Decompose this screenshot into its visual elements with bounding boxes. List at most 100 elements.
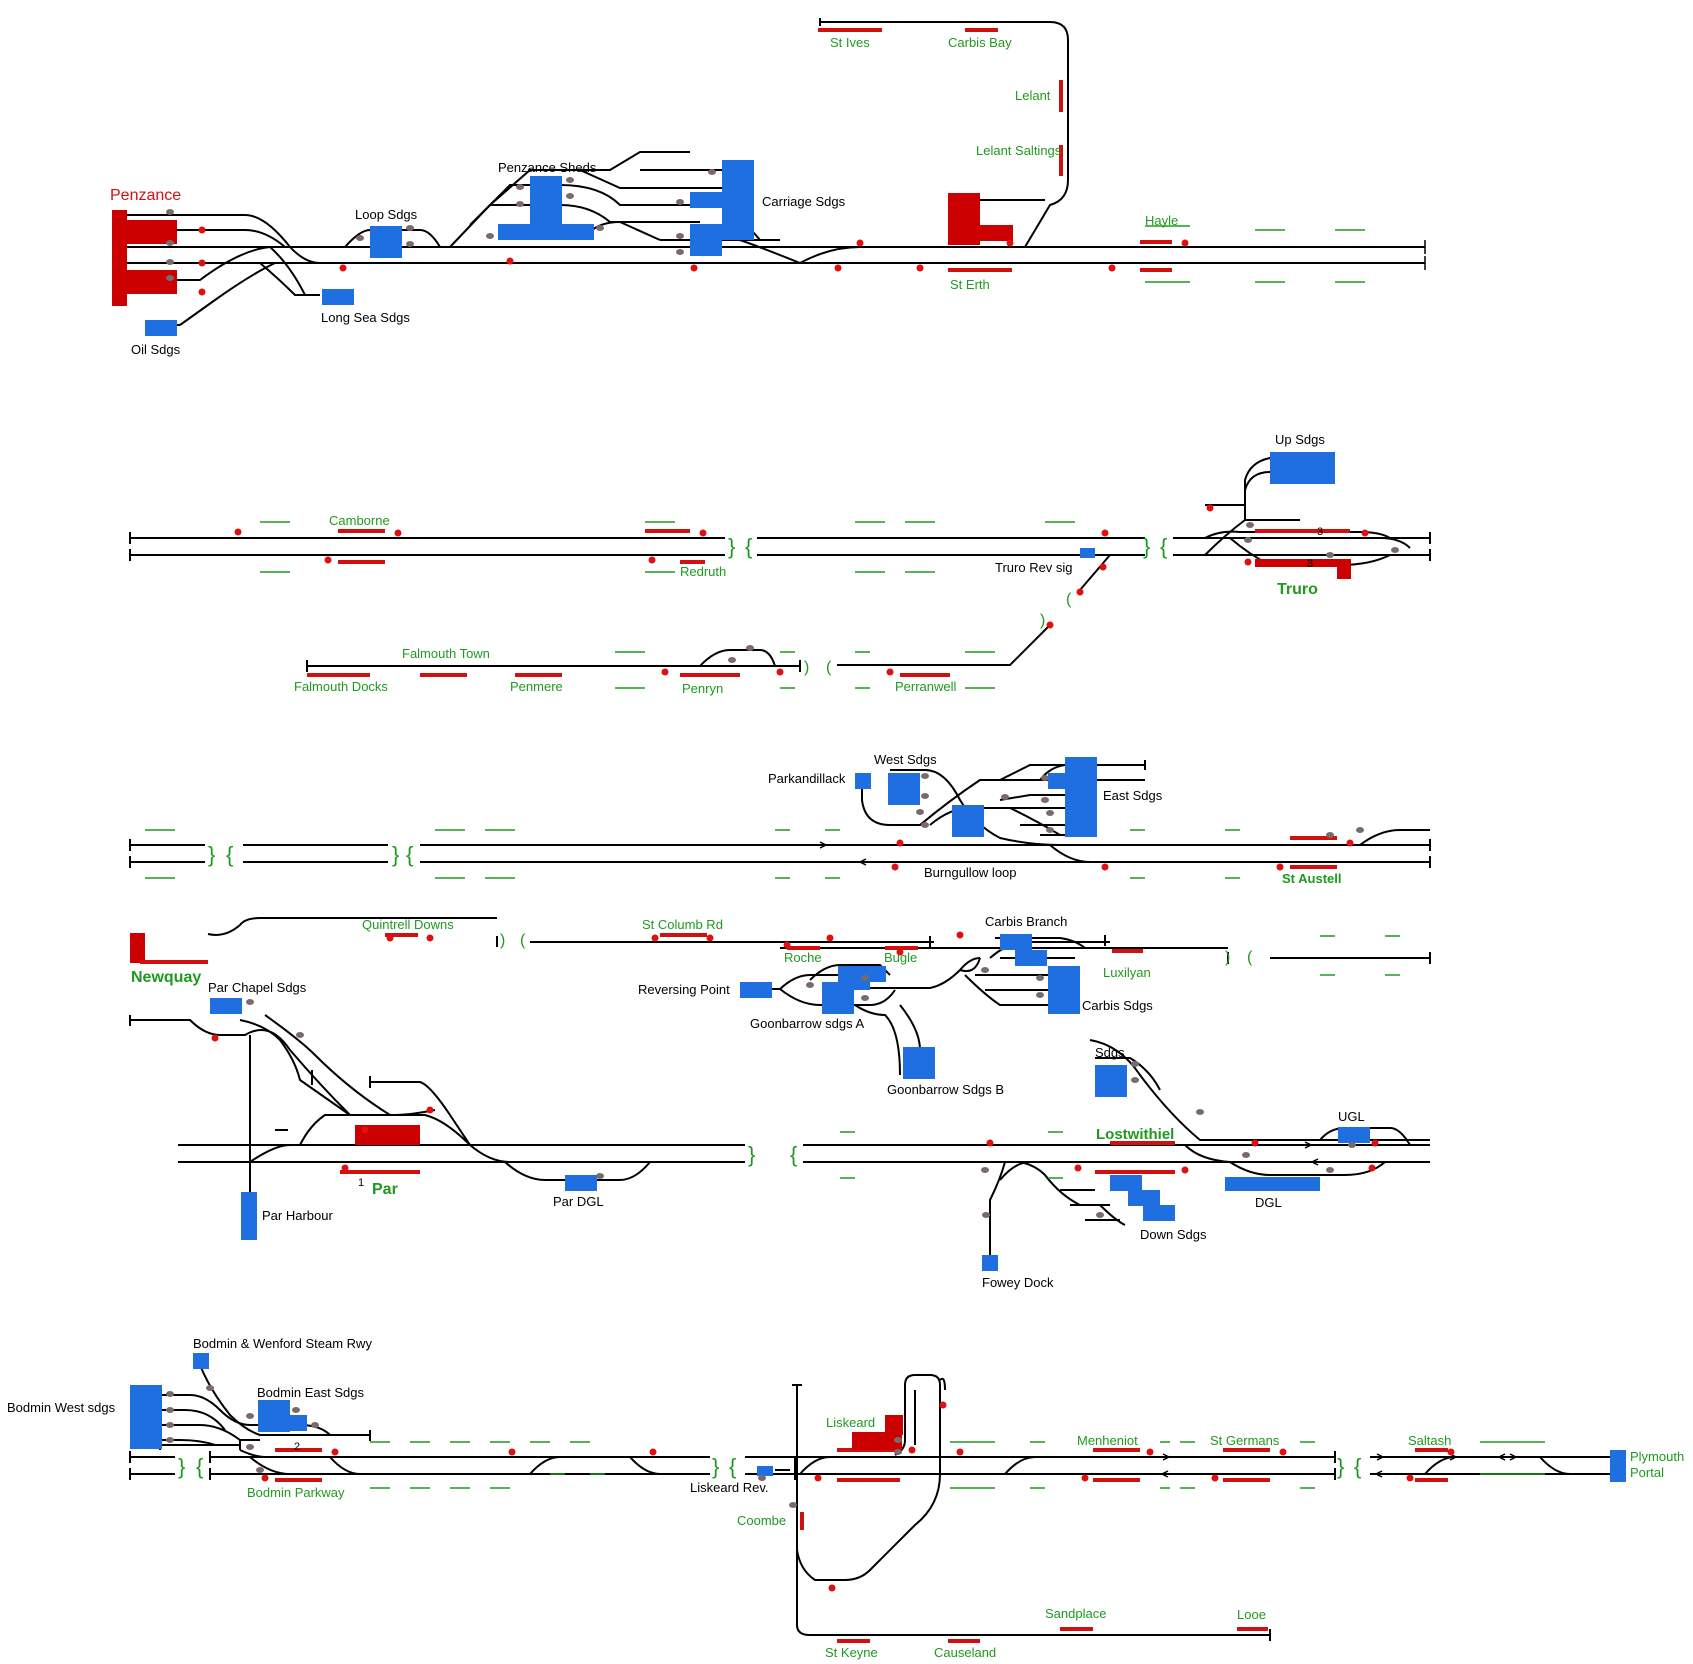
num-3a-label: 3 xyxy=(1317,526,1323,538)
loop-sdgs-block xyxy=(370,226,402,258)
svg-text:}: } xyxy=(178,1454,185,1479)
liskeard-station-block xyxy=(852,1432,902,1450)
falmouth-town-label: Falmouth Town xyxy=(402,646,490,661)
svg-text:}: } xyxy=(392,842,399,867)
goonbarrow-b-label: Goonbarrow Sdgs B xyxy=(887,1082,1004,1097)
long-sea-sdgs-block xyxy=(322,289,354,305)
svg-text:(: ( xyxy=(1066,591,1072,608)
carriage-sdgs-label: Carriage Sdgs xyxy=(762,194,846,209)
truro-rev-sig-label: Truro Rev sig xyxy=(995,560,1073,575)
penzance-label: Penzance xyxy=(110,187,181,204)
svg-text:}: } xyxy=(1143,534,1150,559)
svg-text:): ) xyxy=(1225,949,1230,966)
penzance-terminus xyxy=(112,210,127,306)
st-erth-label: St Erth xyxy=(950,277,990,292)
fowey-dock-block xyxy=(982,1255,998,1271)
par-harbour-block xyxy=(241,1192,257,1240)
liskeard-label: Liskeard xyxy=(826,1415,875,1430)
svg-text:}: } xyxy=(712,1454,719,1479)
fowey-dock-label: Fowey Dock xyxy=(982,1275,1054,1290)
section-newquay-par-lostwithiel: ) ( ) ( } { xyxy=(129,914,1431,1290)
st-ives-label: St Ives xyxy=(830,35,870,50)
svg-text:{: { xyxy=(226,842,233,867)
reversing-point-block xyxy=(740,982,772,998)
num-1-label: 1 xyxy=(358,1177,364,1189)
par-station-block xyxy=(355,1125,420,1145)
par-dgl-block xyxy=(565,1175,597,1191)
svg-text:{: { xyxy=(1160,534,1167,559)
dgl-label: DGL xyxy=(1255,1195,1282,1210)
up-sdgs-label: Up Sdgs xyxy=(1275,432,1325,447)
bodmin-wenford-label: Bodmin & Wenford Steam Rwy xyxy=(193,1336,372,1351)
sdgs-label: Sdgs xyxy=(1095,1045,1125,1060)
svg-text:}: } xyxy=(1337,1454,1344,1479)
west-sdgs-block xyxy=(888,773,920,805)
truro-label: Truro xyxy=(1277,581,1318,598)
loop-sdgs-label: Loop Sdgs xyxy=(355,207,418,222)
st-columb-rd-label: St Columb Rd xyxy=(642,917,723,932)
par-harbour-label: Par Harbour xyxy=(262,1208,333,1223)
up-sdgs-block xyxy=(1270,452,1335,484)
redruth-label: Redruth xyxy=(680,564,726,579)
goonbarrow-a-label: Goonbarrow sdgs A xyxy=(750,1016,865,1031)
section-burngullow-st-austell: } { } { Parkandillack West Sdgs East Sdg… xyxy=(129,752,1431,886)
par-chapel-block xyxy=(210,998,242,1014)
sdgs-block xyxy=(1095,1065,1127,1097)
long-sea-sdgs-label: Long Sea Sdgs xyxy=(321,310,410,325)
coombe-label: Coombe xyxy=(737,1513,786,1528)
penzance-sheds-block xyxy=(530,176,562,240)
svg-text:(: ( xyxy=(1247,949,1253,966)
burngullow-loop-label: Burngullow loop xyxy=(924,865,1017,880)
penryn-label: Penryn xyxy=(682,681,723,696)
luxulyan-label: Luxilyan xyxy=(1103,965,1151,980)
hayle-label: Hayle xyxy=(1145,213,1178,228)
quintrell-downs-label: Quintrell Downs xyxy=(362,917,454,932)
st-germans-label: St Germans xyxy=(1210,1433,1280,1448)
penmere-label: Penmere xyxy=(510,679,563,694)
liskeard-rev-block xyxy=(757,1466,773,1476)
svg-text:{: { xyxy=(1354,1454,1361,1479)
carbis-branch-block xyxy=(1000,934,1032,950)
svg-text:}: } xyxy=(728,534,735,559)
st-erth-terminus xyxy=(948,193,980,245)
saltash-label: Saltash xyxy=(1408,1433,1451,1448)
down-sdgs-block xyxy=(1110,1175,1142,1191)
menheniot-label: Menheniot xyxy=(1077,1433,1138,1448)
bodmin-west-block xyxy=(130,1385,162,1449)
num-3b-label: 3 xyxy=(1307,558,1313,570)
svg-text:{: { xyxy=(729,1454,736,1479)
goonbarrow-b-block xyxy=(903,1047,935,1079)
west-sdgs-label: West Sdgs xyxy=(874,752,937,767)
bodmin-west-sdgs-label: Bodmin West sdgs xyxy=(7,1400,116,1415)
roche-label: Roche xyxy=(784,950,822,965)
lelant-saltings-label: Lelant Saltings xyxy=(976,143,1062,158)
svg-text:): ) xyxy=(500,932,505,949)
svg-text:{: { xyxy=(406,842,413,867)
par-chapel-sdgs-label: Par Chapel Sdgs xyxy=(208,980,307,995)
newquay-label: Newquay xyxy=(131,969,201,986)
liskeard-rev-label: Liskeard Rev. xyxy=(690,1480,769,1495)
bodmin-wenford-block xyxy=(193,1353,209,1369)
dgl-block xyxy=(1225,1177,1320,1191)
camborne-label: Camborne xyxy=(329,513,390,528)
bodmin-east-sdgs-label: Bodmin East Sdgs xyxy=(257,1385,364,1400)
sandplace-label: Sandplace xyxy=(1045,1606,1106,1621)
svg-text:(: ( xyxy=(520,932,526,949)
newquay-terminus xyxy=(130,933,145,963)
carriage-sdgs-block xyxy=(722,160,754,240)
section-camborne-truro: } { } { ) ( ) ( Camborne Redruth xyxy=(129,432,1431,696)
svg-text:}: } xyxy=(208,842,215,867)
looe-label: Looe xyxy=(1237,1607,1266,1622)
svg-text:{: { xyxy=(196,1454,203,1479)
svg-text:{: { xyxy=(745,534,752,559)
east-sdgs-block xyxy=(1065,757,1097,837)
st-keyne-label: St Keyne xyxy=(825,1645,878,1660)
oil-sdgs-block xyxy=(145,320,177,336)
section-penzance-hayle: St Ives Carbis Bay Lelant Lelant Salting… xyxy=(110,18,1426,357)
svg-text:{: { xyxy=(790,1142,797,1167)
east-sdgs-label: East Sdgs xyxy=(1103,788,1163,803)
portal-label: Portal xyxy=(1630,1465,1664,1480)
bodmin-parkway-label: Bodmin Parkway xyxy=(247,1485,345,1500)
st-austell-label: St Austell xyxy=(1282,871,1341,886)
svg-text:): ) xyxy=(1040,612,1045,629)
